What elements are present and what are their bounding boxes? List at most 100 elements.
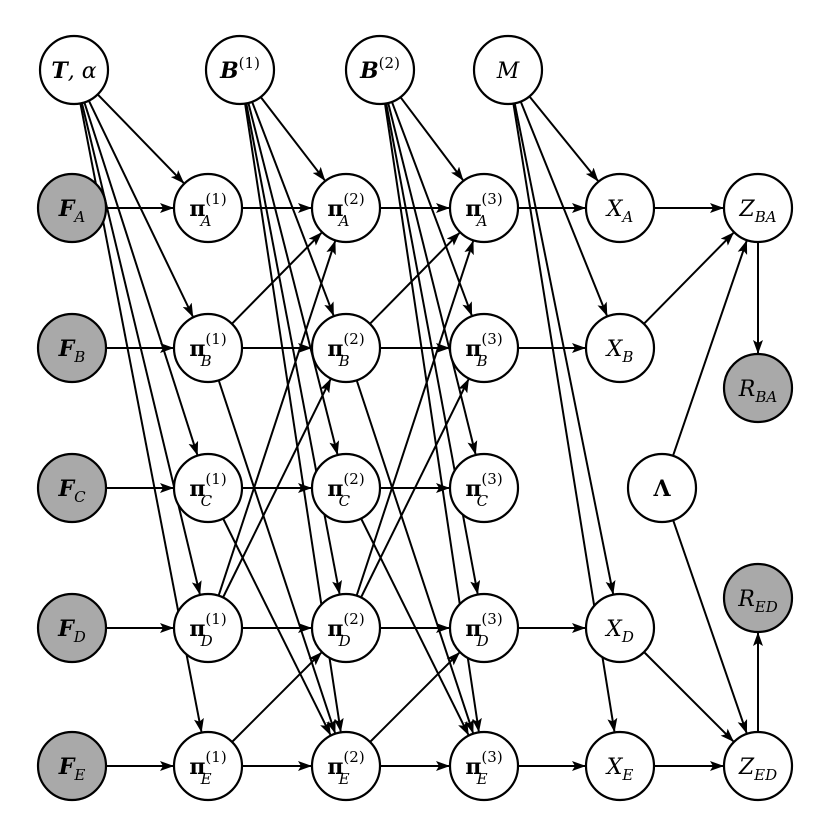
node-p3B: π(3) B [448, 312, 520, 384]
node-circle-B2 [344, 34, 416, 106]
node-circle-B1 [204, 34, 276, 106]
node-subscript: E [476, 770, 488, 788]
node-main-symbol: Λ [652, 476, 671, 502]
node-subscript: D [621, 628, 634, 646]
node-subscript: B [73, 348, 85, 366]
node-circle-p3E [448, 730, 520, 802]
node-superscript: (1) [205, 190, 226, 208]
node-p1E: π(1)E [172, 730, 244, 802]
node-main-symbol: B [219, 58, 239, 84]
node-circle-p1A [172, 172, 244, 244]
edge-M-to-XA [528, 95, 599, 182]
node-XE: XE [584, 730, 656, 802]
node-subscript: B [200, 352, 212, 370]
node-main-symbol: π [189, 336, 205, 362]
node-superscript: (3) [481, 610, 502, 628]
node-label-XB: XB [605, 337, 634, 366]
node-label-RBA: RBA [738, 377, 778, 406]
node-superscript: (1) [205, 470, 226, 488]
node-main-symbol: M [496, 59, 520, 84]
node-subscript: A [72, 208, 85, 226]
node-label-p3A: π(3)A [465, 190, 502, 230]
node-p1A: π(1)A [172, 172, 244, 244]
node-main-symbol: X [605, 197, 624, 222]
node-circle-XE [584, 730, 656, 802]
node-circle-FC [36, 452, 108, 524]
node-ZBA: ZBA [722, 172, 794, 244]
node-main-symbol: F [58, 336, 76, 362]
node-superscript: (3) [481, 470, 502, 488]
node-circle-FE [36, 730, 108, 802]
node-label-XE: XE [605, 755, 634, 784]
node-label-FD: FD [57, 616, 86, 646]
node-circle-FA [36, 172, 108, 244]
node-main-symbol: X [604, 617, 623, 642]
node-label-p3B: π(3) B [465, 330, 502, 370]
node-circle-XB [584, 312, 656, 384]
node-subscript: B [621, 348, 633, 366]
node-label-Ta: T, α [51, 58, 96, 84]
edge-p1C-to-p2E [222, 518, 332, 736]
node-main-symbol: π [327, 476, 343, 502]
node-label-FC: FC [57, 476, 86, 506]
node-main-symbol: B [359, 58, 379, 84]
node-circle-p2A [310, 172, 382, 244]
node-FD: FD [36, 592, 108, 664]
node-label-p1D: π(1)D [189, 610, 226, 650]
edge-B1-to-p2A [259, 96, 326, 181]
node-B2: B(2) [344, 34, 416, 106]
node-subscript: A [620, 208, 633, 226]
node-label-p2D: π(2)D [327, 610, 364, 650]
node-suffix: , α [68, 59, 97, 84]
node-main-symbol: Z [738, 755, 755, 780]
node-p2D: π(2)D [310, 592, 382, 664]
node-subscript: ED [753, 766, 777, 784]
node-subscript: D [200, 632, 213, 650]
node-circle-p1E [172, 730, 244, 802]
node-main-symbol: π [327, 336, 343, 362]
edge-Ta-to-p1C [83, 102, 199, 456]
node-superscript: (1) [205, 610, 226, 628]
edge-p2D-to-p3B [360, 378, 470, 598]
node-subscript: BA [754, 388, 777, 406]
node-main-symbol: π [465, 616, 481, 642]
node-FC: FC [36, 452, 108, 524]
node-Ta: T, α [38, 34, 110, 106]
node-circle-M [472, 34, 544, 106]
node-superscript: (2) [343, 190, 364, 208]
node-subscript: BA [754, 208, 777, 226]
node-subscript: A [475, 212, 488, 230]
node-XD: XD [584, 592, 656, 664]
node-main-symbol: π [465, 336, 481, 362]
node-label-FB: FB [58, 336, 86, 366]
node-main-symbol: π [465, 476, 481, 502]
edge-p1E-to-p2D [231, 651, 323, 743]
node-main-symbol: F [58, 754, 76, 780]
node-superscript: (3) [481, 190, 502, 208]
node-circle-XA [584, 172, 656, 244]
node-main-symbol: R [738, 377, 756, 402]
node-p2A: π(2)A [310, 172, 382, 244]
node-circle-Ta [38, 34, 110, 106]
node-main-symbol: π [189, 196, 205, 222]
node-subscript: C [201, 492, 213, 510]
node-circle-p1C [172, 452, 244, 524]
node-subscript: E [338, 770, 350, 788]
node-superscript: (1) [239, 54, 260, 72]
node-superscript: (1) [205, 748, 226, 766]
node-main-symbol: π [327, 616, 343, 642]
node-superscript: (2) [343, 610, 364, 628]
node-RBA: RBA [722, 352, 794, 424]
node-superscript: (3) [481, 748, 502, 766]
node-subscript: B [476, 352, 488, 370]
node-p3E: π(3)E [448, 730, 520, 802]
node-B1: B(1) [204, 34, 276, 106]
edge-B1-to-p2C [247, 102, 340, 456]
edge-p2B-to-p3E [355, 379, 474, 734]
node-main-symbol: X [605, 337, 624, 362]
node-circle-p2D [310, 592, 382, 664]
node-superscript: (3) [481, 330, 502, 348]
node-label-p3E: π(3)E [465, 748, 502, 788]
node-subscript: E [621, 766, 633, 784]
node-label-p1B: π(1)B [189, 330, 226, 370]
